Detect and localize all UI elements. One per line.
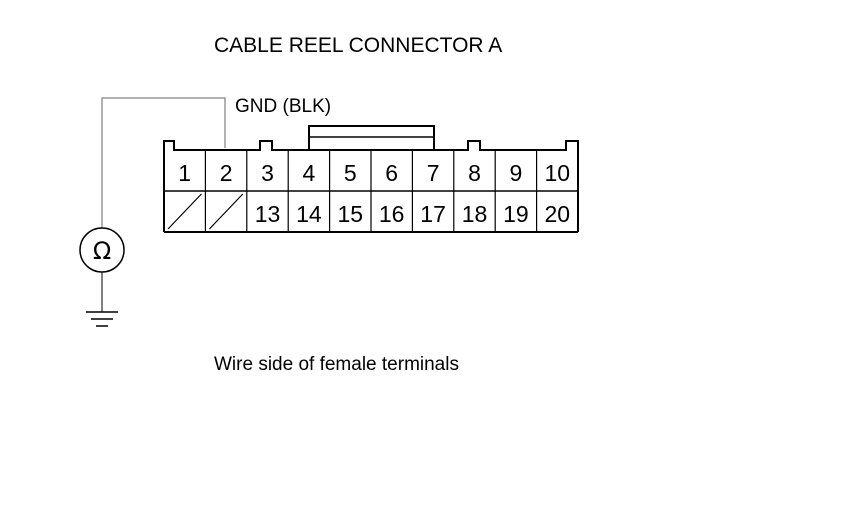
pin-label-bottom: 18 [462, 201, 488, 227]
pin-label-top: 10 [545, 160, 571, 186]
diagram-title: CABLE REEL CONNECTOR A [214, 34, 502, 57]
ground-icon [86, 311, 118, 327]
pin-label-bottom: 14 [296, 201, 322, 227]
pin-label-bottom: 19 [503, 201, 529, 227]
pin-label-bottom: 20 [545, 201, 571, 227]
pin-label-top: 5 [344, 160, 357, 186]
pin-label-top: 2 [220, 160, 233, 186]
pin-label-bottom: 16 [379, 201, 405, 227]
pin-label-bottom: 17 [420, 201, 446, 227]
pin-label-top: 9 [510, 160, 523, 186]
pin-label-top: 6 [385, 160, 398, 186]
wire-label: GND (BLK) [235, 96, 331, 117]
connector-latch [308, 125, 435, 151]
connector-body: 1 2 3 4 5 6 7 8 9 10 13 14 15 16 17 18 19 20 [163, 125, 579, 233]
pin-label-top: 1 [178, 160, 191, 186]
pin-label-top: 8 [468, 160, 481, 186]
empty-cavity-slash [167, 193, 202, 230]
empty-cavity-slash [208, 193, 244, 230]
pin-label-bottom: 15 [338, 201, 364, 227]
pin-label-top: 3 [261, 160, 274, 186]
ohm-symbol: Ω [93, 237, 111, 265]
connector-top-edge [163, 140, 579, 151]
diagram-caption: Wire side of female terminals [214, 354, 459, 375]
pin-label-bottom: 13 [255, 201, 281, 227]
pin-label-top: 4 [303, 160, 316, 186]
pin-label-top: 7 [427, 160, 440, 186]
probe-lead [101, 97, 226, 228]
